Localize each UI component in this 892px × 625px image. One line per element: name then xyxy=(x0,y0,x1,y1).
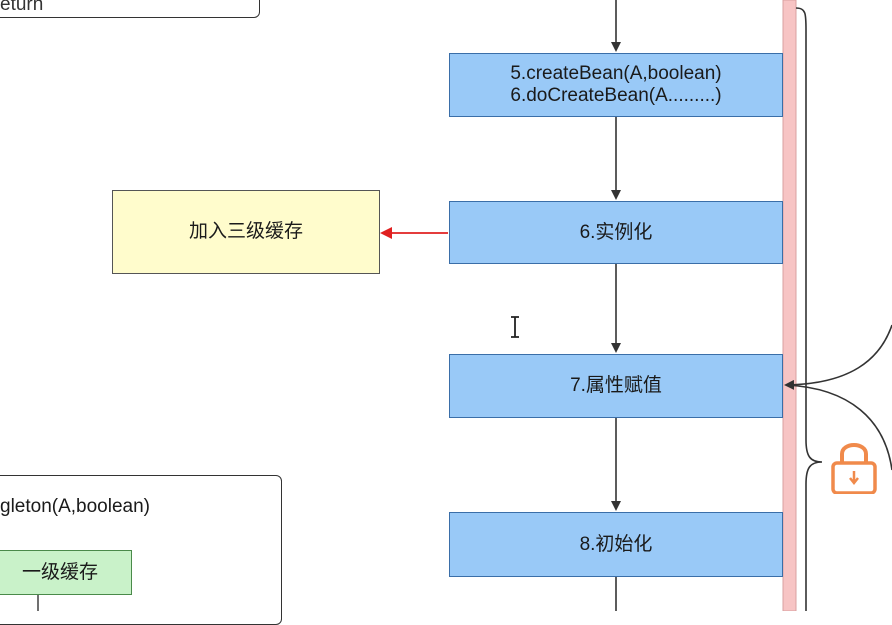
curve-arrow-upper xyxy=(784,324,892,390)
step-create-bean-line2: 6.doCreateBean(A.........) xyxy=(510,85,722,106)
step-create-bean-line1: 5.createBean(A,boolean) xyxy=(510,63,722,84)
step-create-bean[interactable]: 5.createBean(A,boolean) 6.doCreateBean(A… xyxy=(449,53,783,117)
step-initialize-label: 8.初始化 xyxy=(579,533,653,555)
first-level-cache-node[interactable]: 一级缓存 xyxy=(0,550,132,595)
lock-icon xyxy=(831,443,877,494)
step-instantiate-label: 6.实例化 xyxy=(579,221,653,243)
top-partial-frame xyxy=(0,0,260,18)
connector-layer xyxy=(37,0,892,611)
step-populate[interactable]: 7.属性赋值 xyxy=(449,354,783,418)
curve-arrow-lower xyxy=(785,384,892,471)
step-instantiate[interactable]: 6.实例化 xyxy=(449,201,783,264)
text-cursor-icon xyxy=(511,316,519,338)
bottom-left-frame-title: gleton(A,boolean) xyxy=(0,496,150,517)
step-populate-label: 7.属性赋值 xyxy=(570,375,662,396)
top-partial-label: eturn xyxy=(0,0,44,15)
step-initialize[interactable]: 8.初始化 xyxy=(449,512,783,577)
third-level-cache-node[interactable]: 加入三级缓存 xyxy=(112,190,380,274)
first-level-cache-label: 一级缓存 xyxy=(21,561,98,583)
curly-brace xyxy=(795,7,823,611)
pink-vertical-bar xyxy=(782,0,797,611)
third-level-cache-label: 加入三级缓存 xyxy=(188,221,303,242)
